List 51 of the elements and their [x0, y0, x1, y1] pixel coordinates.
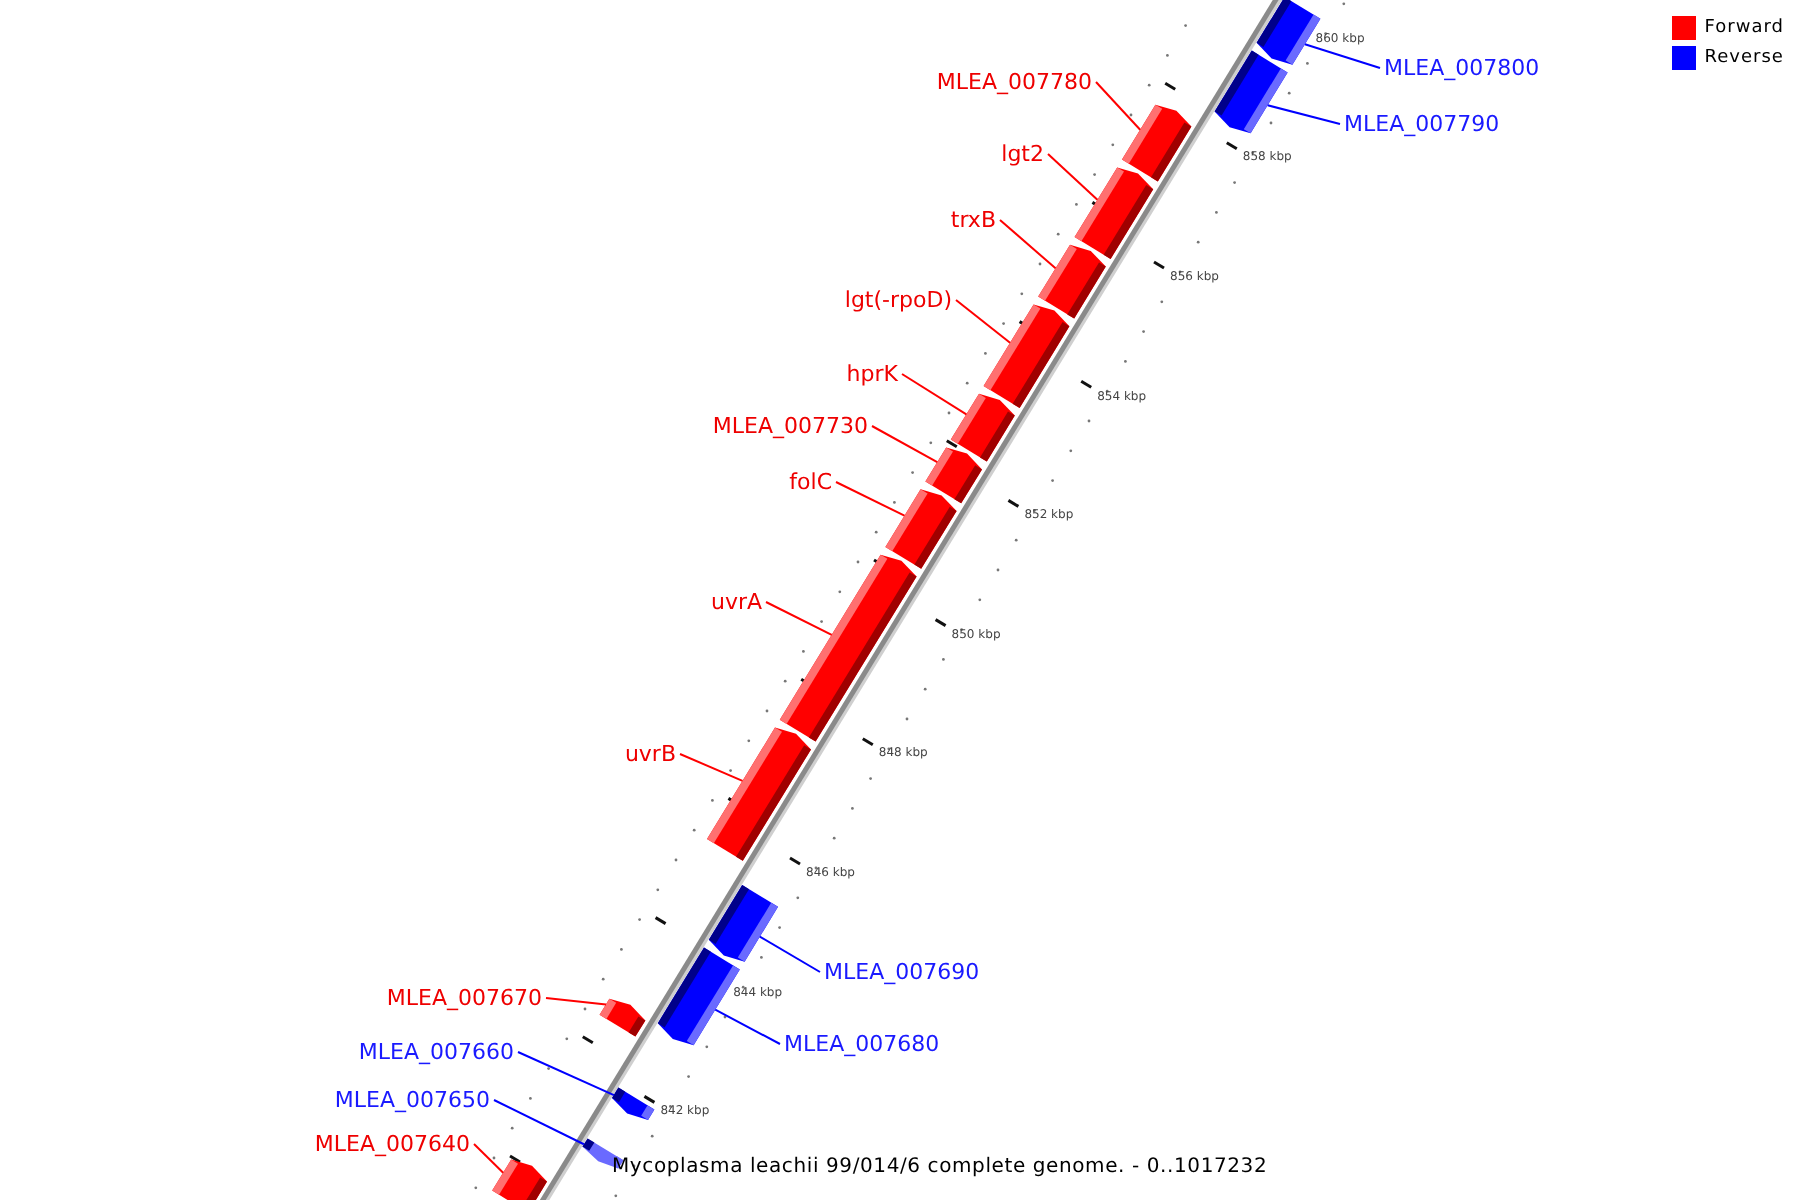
gene-label: folC	[789, 469, 836, 495]
leader-line	[679, 753, 744, 782]
gene-block	[779, 554, 917, 742]
gene-block	[950, 393, 1015, 462]
gene-block	[492, 1159, 547, 1200]
leader-line	[1266, 104, 1341, 125]
gene-label: uvrB	[624, 741, 680, 767]
leader-line	[1047, 153, 1099, 201]
gene-label: MLEA_007790	[1340, 111, 1500, 137]
leader-line	[955, 299, 1012, 344]
gene-block	[1214, 50, 1288, 134]
gene-label: trxB	[950, 207, 1000, 233]
leader-line	[871, 425, 939, 463]
leader-line	[1303, 43, 1381, 69]
gene-label: MLEA_007640	[314, 1131, 474, 1157]
leader-line	[493, 1099, 585, 1146]
gene-label: MLEA_007690	[820, 959, 980, 985]
leader-line	[1095, 81, 1142, 131]
caption: Mycoplasma leachii 99/014/6 complete genome. - 0..1017232	[612, 1154, 1268, 1182]
leader-line	[999, 219, 1057, 270]
gene-label: MLEA_007780	[936, 69, 1096, 95]
gene-label: MLEA_007680	[780, 1031, 940, 1057]
gene-label: MLEA_007730	[712, 413, 872, 439]
gene-block	[925, 447, 982, 504]
gene-block	[1038, 244, 1106, 319]
gene-block	[708, 885, 778, 962]
gene-label: uvrA	[710, 589, 766, 615]
leader-line	[714, 1008, 781, 1045]
legend-label: Reverse	[1704, 46, 1784, 70]
leader-line	[758, 935, 821, 973]
leader-line	[901, 373, 968, 416]
gene-label: hprK	[846, 361, 902, 387]
gene-block	[1074, 167, 1154, 259]
gene-block	[707, 727, 811, 861]
gene-label: lgt2	[1001, 141, 1048, 167]
leader-line	[517, 1051, 615, 1097]
gene-label: MLEA_007800	[1380, 55, 1540, 81]
gene-label: MLEA_007650	[334, 1087, 494, 1113]
gene-label: MLEA_007670	[386, 985, 546, 1011]
legend-label: Forward	[1704, 16, 1784, 40]
gene-block	[983, 304, 1070, 408]
gene-block	[612, 1087, 655, 1120]
gene-label: lgt(-rpoD)	[844, 287, 956, 313]
leader-line	[835, 481, 906, 517]
leader-line	[765, 601, 833, 636]
gene-block	[1122, 104, 1192, 182]
leader-line	[545, 997, 607, 1006]
leader-line	[473, 1143, 505, 1174]
gene-block	[885, 489, 957, 569]
gene-label: MLEA_007660	[358, 1039, 518, 1065]
gene-block	[599, 998, 646, 1037]
